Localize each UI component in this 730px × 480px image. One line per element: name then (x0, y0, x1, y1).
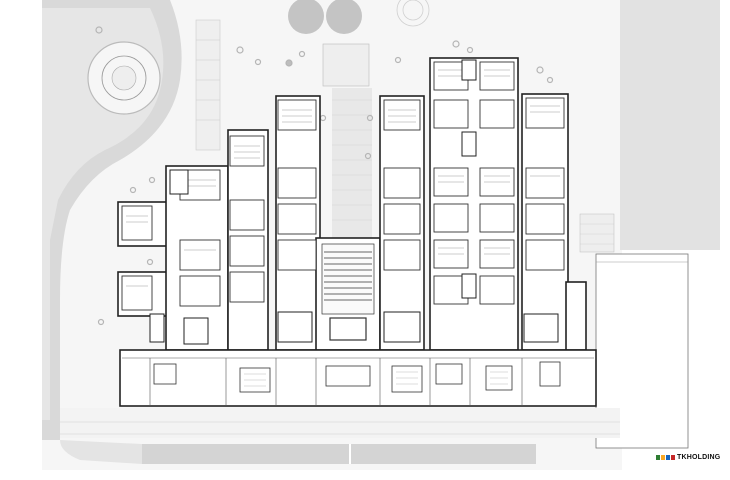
desks (126, 69, 560, 287)
top-tree-2 (326, 0, 362, 34)
auditorium (321, 243, 375, 341)
top-tree-1 (288, 0, 324, 34)
entry-path (195, 19, 221, 151)
front-plaza (60, 408, 620, 438)
top-plaza (322, 43, 370, 87)
neighbour-block (620, 0, 720, 250)
logo-text: TKHOLDING (677, 454, 721, 461)
tkholding-logo: TKHOLDING (656, 454, 720, 461)
front-road (142, 444, 536, 464)
logo-mark-icon (656, 455, 675, 460)
corridor (122, 357, 594, 406)
central-spine (332, 88, 372, 238)
cores (149, 59, 559, 345)
